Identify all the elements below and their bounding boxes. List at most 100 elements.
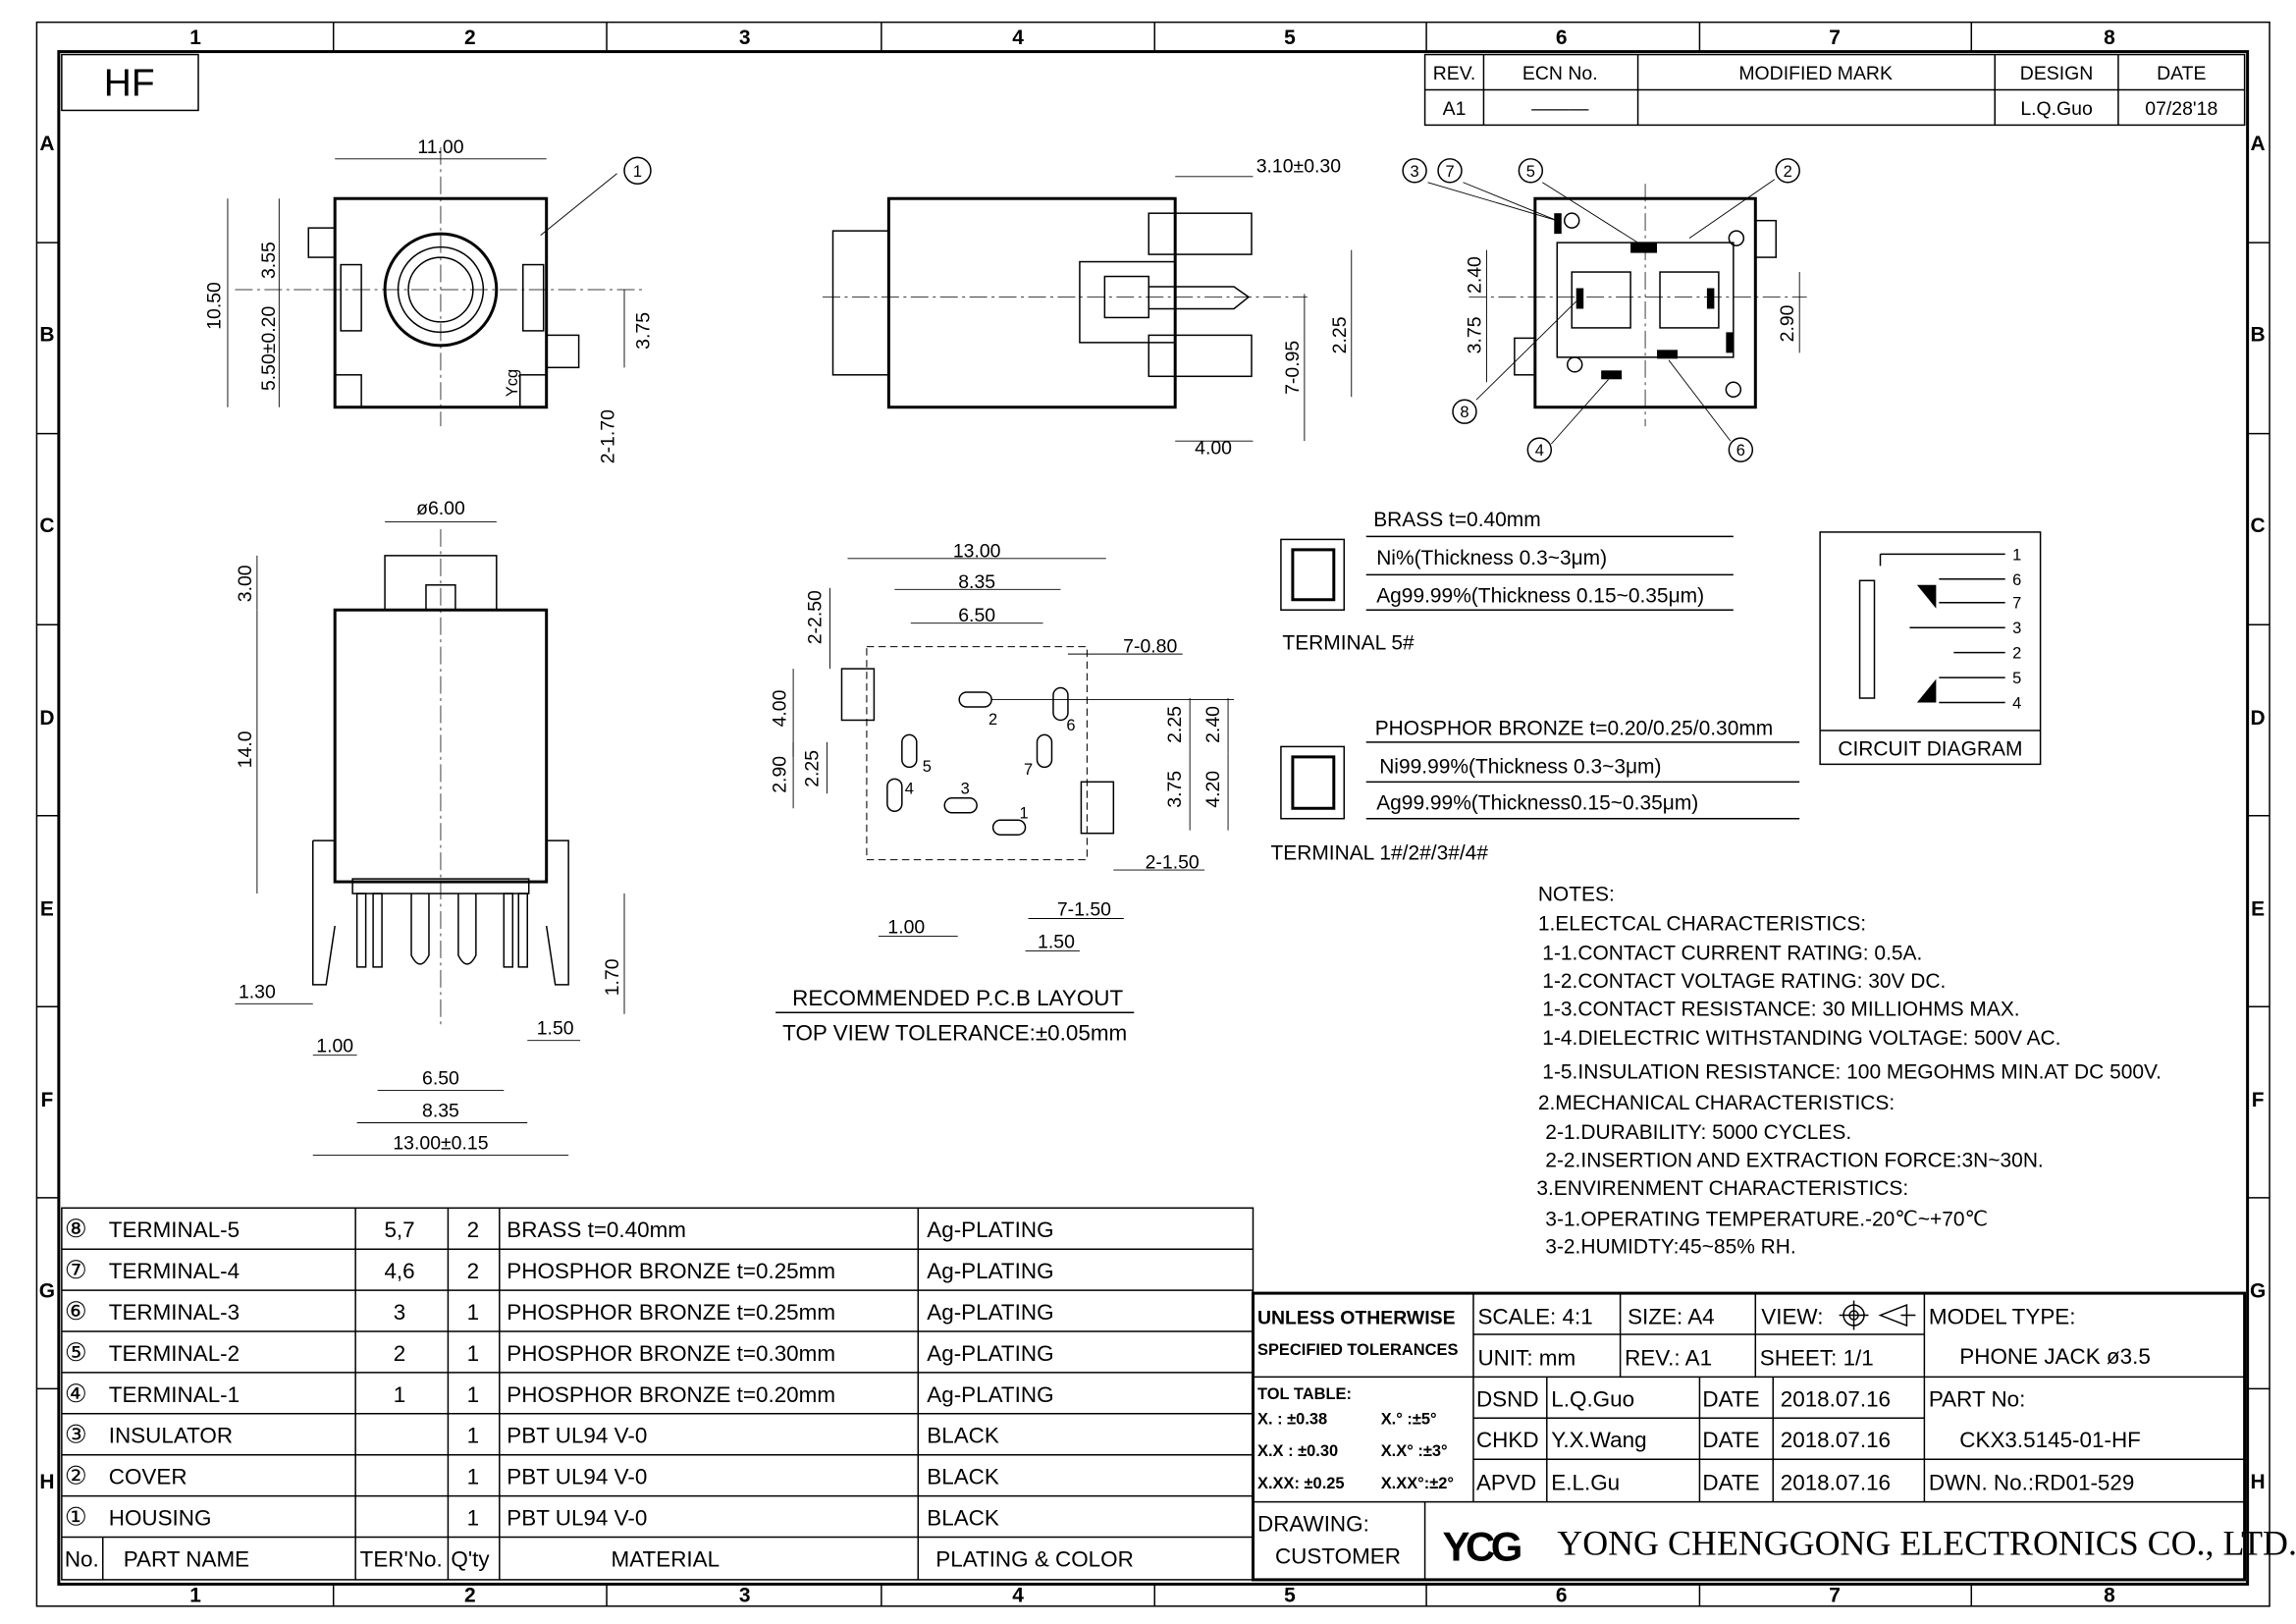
tol-value: X.° :±5° [1381,1410,1437,1428]
dim: 14.0 [235,731,256,768]
date-value: 07/28'18 [2145,98,2217,120]
part-number: ② [65,1463,87,1490]
terminal-5-label: TERMINAL 5# [1282,632,1415,655]
dim: 13.00±0.15 [393,1132,488,1154]
pin-label: 2 [988,711,997,729]
column-label: 3 [739,1584,751,1606]
dim: 4.00 [770,689,791,727]
part-name: TERMINAL-1 [109,1382,240,1407]
material: PHOSPHOR BRONZE t=0.25mm [507,1300,835,1325]
plating-color: Ag-PLATING [927,1259,1053,1283]
dim: 2.25 [802,750,824,787]
column-label: 7 [1829,1584,1841,1606]
quantity: 1 [467,1382,479,1407]
apvd-name: E.L.Gu [1551,1471,1620,1495]
customer-label: CUSTOMER [1275,1543,1401,1568]
tol-value: X.XX: ±0.25 [1257,1475,1345,1492]
row-label: E [40,898,54,921]
column-label: 2 [464,27,476,49]
column-label: 8 [2104,1584,2115,1606]
plating-color: Ag-PLATING [927,1218,1053,1242]
date-header: DATE [2157,63,2206,84]
quantity: 2 [467,1218,479,1242]
note-line: 1.ELECTCAL CHARACTERISTICS: [1538,912,1866,935]
note-line: 2-1.DURABILITY: 5000 CYCLES. [1545,1121,1851,1144]
row-label: F [2252,1089,2265,1111]
size: SIZE: A4 [1628,1305,1715,1329]
dim: 2.40 [1202,706,1224,743]
part-name: TERMINAL-2 [109,1341,240,1366]
design-header: DESIGN [2020,63,2094,84]
part-name: TERMINAL-5 [109,1218,240,1242]
ecn-header: ECN No. [1522,63,1598,84]
column-label: 2 [464,1584,476,1606]
sheet: SHEET: 1/1 [1760,1345,1874,1370]
dim: 3.75 [632,312,654,350]
pcb-layout-title: RECOMMENDED P.C.B LAYOUT [792,986,1123,1010]
drawing-frame: 1 2 3 4 5 6 7 8 1 2 3 4 5 6 7 8 A B C D … [35,21,2270,1607]
dim: 2-1.70 [598,409,619,463]
terminal-no: 3 [394,1300,405,1325]
drawing-label: DRAWING: [1257,1512,1369,1537]
circuit-pin: 4 [2012,694,2021,712]
material: PBT UL94 V-0 [507,1424,647,1448]
part-no: CKX3.5145-01-HF [1959,1428,2141,1452]
balloon-4: 4 [1535,442,1544,460]
elevation-view: ø6.00 3.00 14.0 1.70 1.30 1.00 1.50 6.50… [235,498,625,1156]
plating-color: Ag-PLATING [927,1300,1053,1325]
dwn-no: DWN. No.:RD01-529 [1929,1471,2134,1495]
quantity: 1 [467,1506,479,1531]
pin-label: 5 [923,758,932,776]
dsnd-name: L.Q.Guo [1551,1386,1634,1411]
hf-label: HF [104,62,155,104]
part-number: ④ [65,1380,87,1408]
tol-value: X.XX°:±2° [1381,1475,1454,1492]
header-qty: Q'ty [451,1546,490,1571]
part-name: COVER [109,1465,187,1489]
row-label: F [40,1089,53,1111]
column-label: 6 [1556,1584,1568,1606]
header-ter-no: TER'No. [360,1546,443,1571]
apvd-date: 2018.07.16 [1781,1471,1891,1495]
header-material: MATERIAL [612,1546,721,1571]
terminal-5-callout: BRASS t=0.40mm Ni%(Thickness 0.3~3μm) Ag… [1280,509,1734,655]
rev-header: REV. [1433,63,1476,84]
scale: SCALE: 4:1 [1477,1305,1592,1329]
quantity: 1 [467,1465,479,1489]
dim: 3.10±0.30 [1256,155,1342,177]
bottom-view: 3 7 5 2 8 4 6 2.40 3.75 2.90 [1402,158,1807,462]
balloon-8: 8 [1460,404,1468,421]
material: PHOSPHOR BRONZE t=0.25mm [507,1259,835,1283]
balloon-2: 2 [1784,163,1792,181]
material: BRASS t=0.40mm [507,1218,686,1242]
plating-color: Ag-PLATING [927,1382,1053,1407]
material: PBT UL94 V-0 [507,1465,647,1489]
column-label: 1 [189,27,201,49]
column-label: 4 [1012,27,1024,49]
circuit-pin: 3 [2012,620,2021,637]
dim: 3.75 [1164,771,1186,808]
company-name: YONG CHENGGONG ELECTRONICS CO., LTD. [1557,1523,2296,1562]
column-label: 5 [1284,1584,1296,1606]
terminal-1-4-callout: PHOSPHOR BRONZE t=0.20/0.25/0.30mm Ni99.… [1270,717,1800,865]
plating-color: BLACK [927,1506,999,1531]
quantity: 2 [467,1259,479,1283]
part-no-label: PART No: [1929,1386,2026,1411]
note-line: 1-1.CONTACT CURRENT RATING: 0.5A. [1542,942,1922,964]
row-label: G [39,1280,55,1303]
note-line: NOTES: [1538,884,1615,906]
company-logo: YCG [1443,1523,1521,1569]
date-label: DATE [1702,1428,1759,1452]
row-label: C [39,514,54,537]
unit: UNIT: mm [1477,1345,1575,1370]
header-part-name: PART NAME [124,1546,249,1571]
balloon-1: 1 [633,163,642,181]
dim: 4.20 [1202,771,1224,808]
tol-table-title: TOL TABLE: [1257,1385,1352,1403]
